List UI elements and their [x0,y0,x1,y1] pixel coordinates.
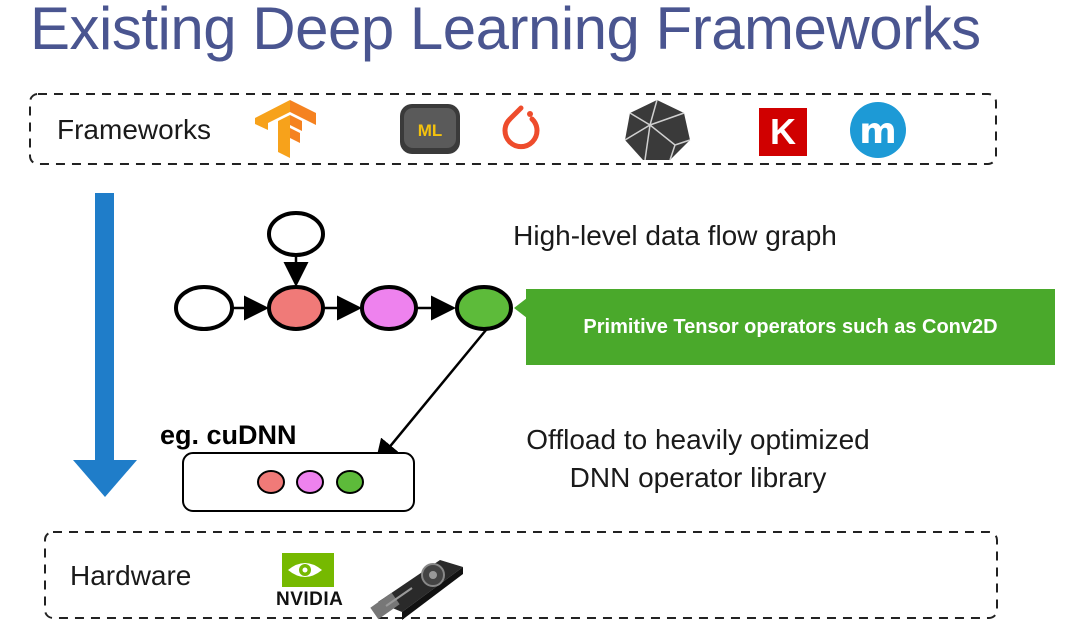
operator-callout [514,289,1055,365]
coreml-logo: ML [400,104,460,154]
tensorflow-logo [255,100,316,158]
graph-node-green [455,285,513,331]
graph-node-pink [360,285,418,331]
library-title: eg. cuDNN [160,420,297,450]
gpu-card-icon [370,560,463,620]
graph-label: High-level data flow graph [513,220,837,251]
callout-text: Primitive Tensor operators such as Conv2… [583,315,998,338]
svg-text:ML: ML [418,121,443,140]
hardware-label: Hardware [70,560,192,591]
graph-node-red [267,285,325,331]
frameworks-label: Frameworks [57,114,212,145]
hardware-box [44,531,998,619]
mxnet-logo [624,99,691,161]
page-title: Existing Deep Learning Frameworks [30,0,981,62]
library-box [182,452,415,512]
library-description-line1: Offload to heavily optimized [526,424,870,455]
mlpack-logo: m [850,102,906,158]
nvidia-logo [282,553,334,587]
svg-text:K: K [770,111,796,152]
library-description-line2: DNN operator library [569,462,827,493]
frameworks-box [29,93,997,165]
nvidia-wordmark: NVIDIA [276,589,344,610]
svg-text:m: m [859,111,897,152]
keras-logo: K [759,108,807,156]
graph-node-input-left [174,285,234,331]
down-arrow-icon [73,193,137,497]
pytorch-logo [502,105,540,150]
data-flow-graph [174,211,513,465]
graph-node-input-top [267,211,325,257]
